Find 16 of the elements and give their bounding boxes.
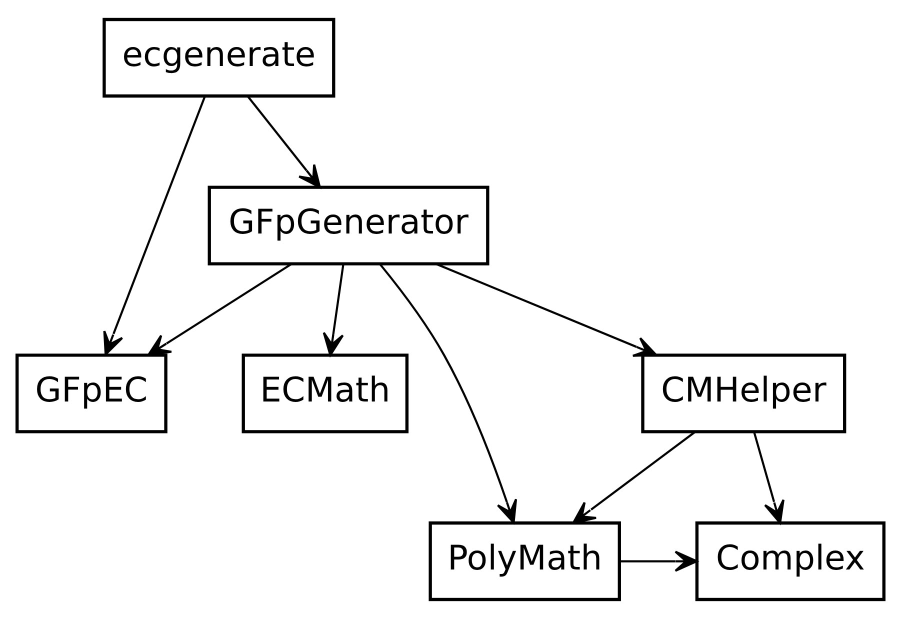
- arrow: [322, 264, 344, 356]
- node-box: ecgenerate: [102, 18, 336, 98]
- node-box: ECMath: [242, 354, 409, 434]
- arrow: [147, 263, 292, 356]
- arrow: [436, 263, 658, 357]
- arrow: [753, 432, 784, 524]
- arrow: [620, 550, 698, 572]
- arrow: [246, 96, 321, 188]
- arrow: [572, 431, 696, 524]
- arrow: [103, 96, 206, 356]
- node-box: GFpEC: [16, 354, 168, 434]
- node-box: Complex: [695, 521, 886, 602]
- node-box: GFpGenerator: [208, 186, 490, 266]
- node-box: CMHelper: [641, 354, 846, 434]
- node-box: PolyMath: [428, 521, 621, 602]
- arrow: [378, 263, 518, 524]
